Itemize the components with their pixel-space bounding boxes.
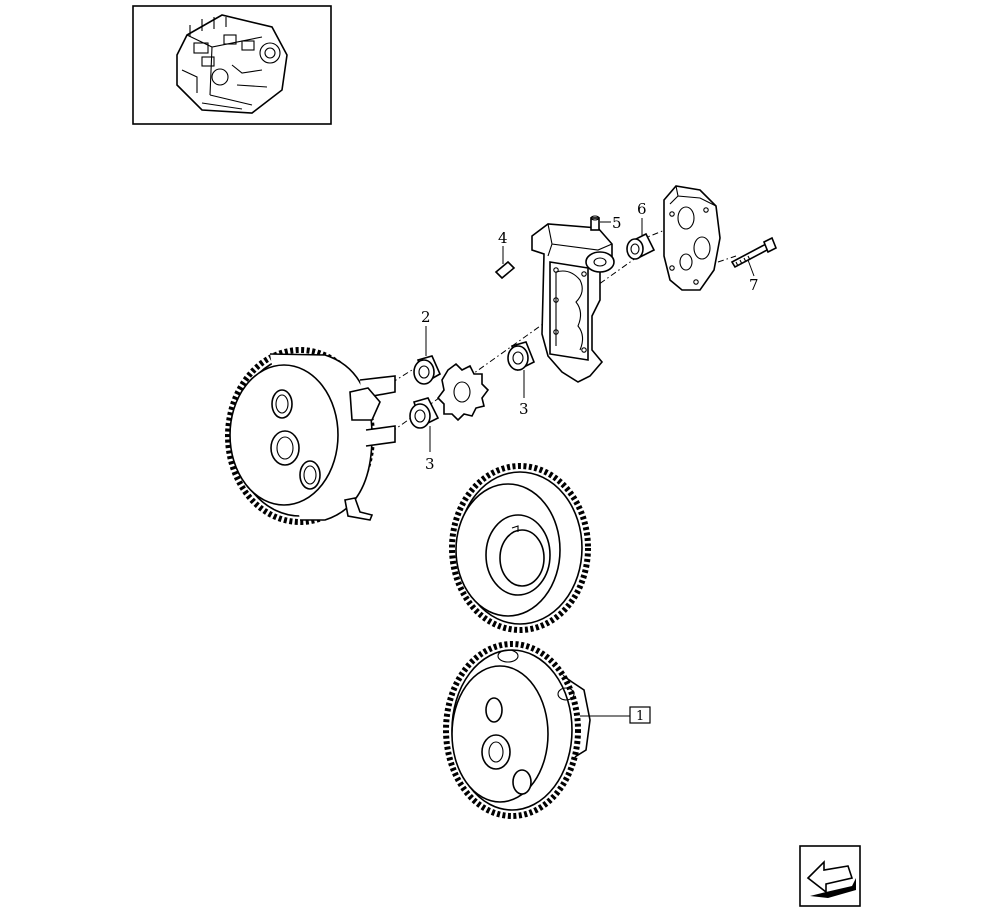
reference-box-1[interactable]: 1 (629, 706, 651, 724)
bushing-6 (626, 232, 656, 260)
callout-1: 1 (636, 709, 644, 724)
bushing-3-lower (409, 397, 440, 429)
callout-3-upper: 3 (519, 400, 529, 418)
oil-pump-assembly (443, 641, 591, 819)
callout-6: 6 (637, 200, 647, 218)
back-arrow-icon[interactable] (799, 845, 861, 907)
drive-gear-assembly (225, 347, 396, 525)
idler-gear (449, 463, 591, 633)
callout-3-lower: 3 (425, 455, 435, 473)
bushing-3-upper (507, 341, 536, 372)
pump-cover (663, 185, 721, 291)
callout-4: 4 (498, 229, 508, 247)
pin-4 (494, 260, 516, 280)
callout-7: 7 (749, 276, 759, 294)
bushing-2 (413, 355, 442, 385)
pump-gear (436, 362, 490, 422)
bolt-7 (730, 236, 778, 269)
callout-5: 5 (612, 214, 622, 232)
dowel-5 (590, 215, 600, 231)
engine-thumbnail-icon[interactable] (132, 5, 332, 125)
pump-body (531, 223, 615, 383)
callout-2: 2 (421, 308, 431, 326)
